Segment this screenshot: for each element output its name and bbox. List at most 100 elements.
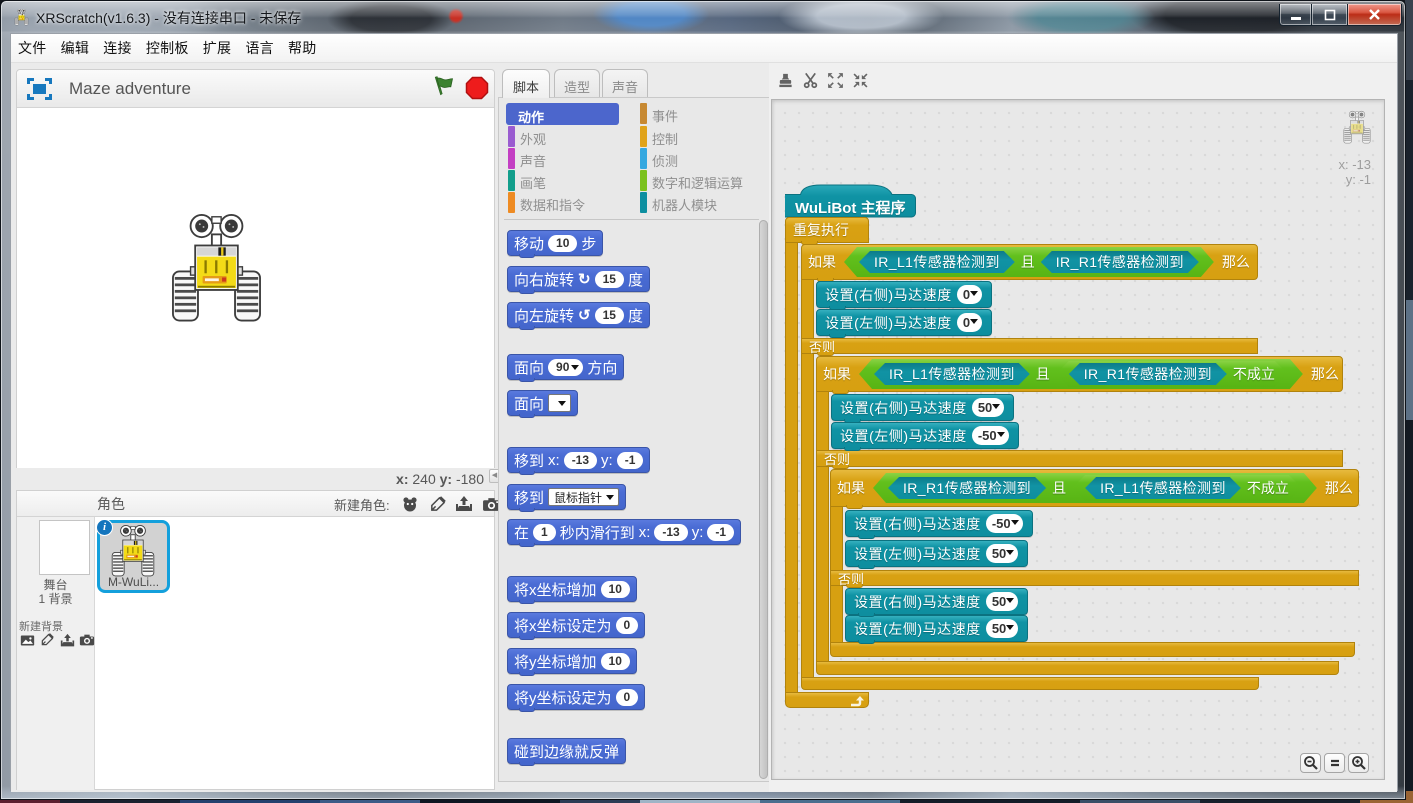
set-left-motor-block[interactable]: 设置(左侧)马达速度 0 xyxy=(816,309,993,338)
if-block-3-top[interactable]: 如果 IR_R1传感器检测到 且 IR_L1传感器检测到 不成立 xyxy=(830,469,1359,509)
zoom-out-button[interactable] xyxy=(1300,753,1321,773)
menu-dropdown[interactable] xyxy=(548,394,572,412)
speed-dropdown[interactable]: 0 xyxy=(956,285,983,304)
else-bar-1[interactable]: 否则 xyxy=(801,338,1258,356)
stop-button[interactable] xyxy=(465,76,489,100)
number-input[interactable]: -1 xyxy=(616,451,644,469)
number-input[interactable]: 15 xyxy=(594,270,624,288)
close-button[interactable] xyxy=(1348,4,1402,26)
and-block-3[interactable]: IR_R1传感器检测到 且 IR_L1传感器检测到 不成立 xyxy=(873,473,1317,503)
sensor-block-l1[interactable]: IR_L1传感器检测到 xyxy=(1085,477,1241,499)
stamp-icon[interactable] xyxy=(777,71,794,89)
forever-block-bottom[interactable] xyxy=(785,692,869,708)
else-bar-2[interactable]: 否则 xyxy=(816,450,1343,469)
tab-sounds[interactable]: 声音 xyxy=(602,69,648,98)
tab-scripts[interactable]: 脚本 xyxy=(502,69,550,98)
number-input[interactable]: 0 xyxy=(615,616,639,634)
sensor-block-l1[interactable]: IR_L1传感器检测到 xyxy=(874,363,1030,385)
camera-backdrop-button[interactable] xyxy=(79,632,95,648)
sensor-block-l1[interactable]: IR_L1传感器检测到 xyxy=(859,251,1015,273)
backdrop-library-button[interactable] xyxy=(19,632,35,648)
menu-extensions[interactable]: 扩展 xyxy=(202,40,232,56)
set-left-motor-block[interactable]: 设置(左侧)马达速度 -50 xyxy=(831,422,1019,451)
grow-icon[interactable] xyxy=(827,71,844,89)
sensor-block-r1[interactable]: IR_R1传感器检测到 xyxy=(1069,363,1227,385)
number-input[interactable]: -1 xyxy=(707,523,735,541)
palette-block-go-to[interactable]: 移到鼠标指针 xyxy=(507,484,627,512)
number-input[interactable]: -13 xyxy=(654,523,688,541)
speed-dropdown[interactable]: 50 xyxy=(985,592,1019,611)
script-canvas[interactable]: x: -13 y: -1 xyxy=(771,99,1385,780)
menu-language[interactable]: 语言 xyxy=(245,40,274,56)
hat-block[interactable]: WuLiBot 主程序 xyxy=(785,184,921,218)
speed-dropdown[interactable]: 0 xyxy=(956,313,983,332)
number-input[interactable]: 10 xyxy=(548,234,578,252)
minimize-button[interactable] xyxy=(1279,4,1312,26)
menu-dropdown[interactable]: 鼠标指针 xyxy=(548,488,620,506)
number-input[interactable]: 10 xyxy=(600,652,630,670)
sensor-block-r1[interactable]: IR_R1传感器检测到 xyxy=(888,477,1046,499)
tab-costumes[interactable]: 造型 xyxy=(554,69,600,98)
set-right-motor-block[interactable]: 设置(右侧)马达速度 50 xyxy=(845,588,1029,617)
green-flag-button[interactable] xyxy=(431,75,455,99)
set-right-motor-block[interactable]: 设置(右侧)马达速度 50 xyxy=(831,394,1015,423)
number-input[interactable]: 0 xyxy=(615,688,639,706)
set-right-motor-block[interactable]: 设置(右侧)马达速度 0 xyxy=(816,281,993,310)
set-left-motor-block[interactable]: 设置(左侧)马达速度 50 xyxy=(845,540,1029,569)
forever-block-top[interactable]: 重复执行 xyxy=(785,217,869,245)
menu-help[interactable]: 帮助 xyxy=(287,40,317,56)
speed-dropdown[interactable]: -50 xyxy=(971,426,1009,445)
zoom-reset-button[interactable] xyxy=(1324,753,1345,773)
not-block[interactable]: IR_R1传感器检测到 不成立 xyxy=(1056,361,1288,387)
palette-scrollbar-thumb[interactable] xyxy=(759,220,768,779)
sprite-info-icon[interactable]: i xyxy=(96,519,113,536)
stage-thumbnail[interactable] xyxy=(39,520,90,575)
and-block-1[interactable]: IR_L1传感器检测到 且 IR_R1传感器检测到 xyxy=(844,247,1214,277)
not-block[interactable]: IR_L1传感器检测到 不成立 xyxy=(1072,475,1302,501)
set-right-motor-block[interactable]: 设置(右侧)马达速度 -50 xyxy=(845,510,1033,539)
sensor-block-r1[interactable]: IR_R1传感器检测到 xyxy=(1041,251,1199,273)
palette-block-point-towards[interactable]: 面向 xyxy=(507,390,579,418)
speed-dropdown[interactable]: 50 xyxy=(985,544,1019,563)
category-selected[interactable]: 动作 xyxy=(506,103,619,125)
menu-board[interactable]: 控制板 xyxy=(145,40,189,56)
maximize-button[interactable] xyxy=(1312,4,1348,26)
speed-dropdown[interactable]: 50 xyxy=(985,619,1019,638)
fullscreen-icon[interactable] xyxy=(27,78,52,100)
if-block-1-bottom[interactable] xyxy=(801,677,1259,690)
speed-dropdown[interactable]: -50 xyxy=(985,514,1023,533)
menu-file[interactable]: 文件 xyxy=(18,40,47,56)
if-block-2-bottom[interactable] xyxy=(816,661,1339,675)
sprite-thumbnail-selected[interactable]: M-WuLi... i xyxy=(96,519,170,593)
and-block-2[interactable]: IR_L1传感器检测到 且 IR_R1传感器检测到 不成立 xyxy=(859,359,1303,389)
else-bar-3[interactable]: 否则 xyxy=(830,570,1359,588)
paint-new-sprite-button[interactable] xyxy=(427,494,447,514)
set-left-motor-block[interactable]: 设置(左侧)马达速度 50 xyxy=(845,615,1029,644)
if-block-3-bottom[interactable] xyxy=(830,642,1355,657)
if-block-1-top[interactable]: 如果 IR_L1传感器检测到 且 IR_R1传感器检测到 那么 xyxy=(801,244,1258,282)
shrink-icon[interactable] xyxy=(852,71,869,89)
menu-edit[interactable]: 编辑 xyxy=(60,40,90,56)
zoom-in-button[interactable] xyxy=(1348,753,1369,773)
stage-sprite-robot[interactable] xyxy=(170,214,263,327)
number-input[interactable]: 10 xyxy=(600,580,630,598)
menu-connect[interactable]: 连接 xyxy=(103,40,132,56)
stage-canvas[interactable] xyxy=(17,108,494,468)
scissors-icon[interactable] xyxy=(802,71,819,89)
paint-backdrop-button[interactable] xyxy=(39,632,55,648)
upload-sprite-button[interactable] xyxy=(454,494,474,514)
titlebar[interactable]: XRScratch(v1.6.3) - 没有连接串口 - 未保存 xyxy=(1,1,1405,31)
number-input[interactable]: 15 xyxy=(594,306,624,324)
number-dropdown[interactable]: 90 xyxy=(548,358,584,376)
new-sprite-library-button[interactable] xyxy=(400,494,420,514)
